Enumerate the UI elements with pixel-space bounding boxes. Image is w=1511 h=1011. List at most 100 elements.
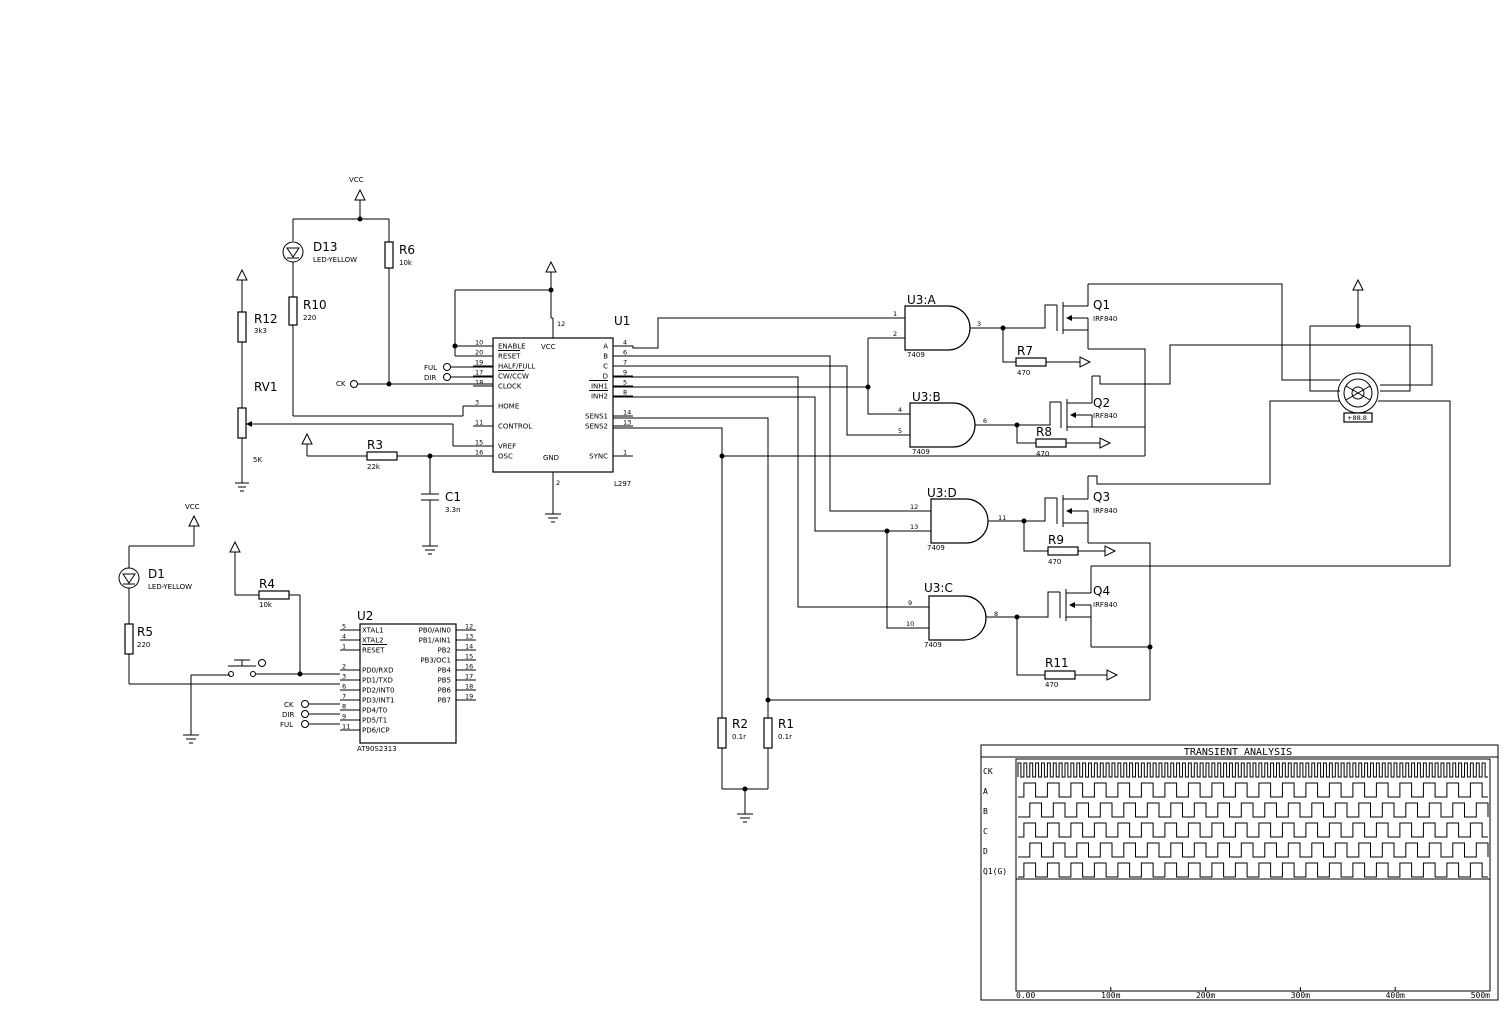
led-d13[interactable]: D13 LED-YELLOW — [282, 219, 357, 297]
mosfet-q4[interactable]: Q4 IRF840 — [1059, 566, 1117, 647]
ground-u2 — [183, 674, 230, 744]
resistor-r5[interactable]: R5 220 — [124, 623, 153, 684]
svg-text:300m: 300m — [1291, 991, 1310, 1000]
gate-u3d[interactable]: U3:D 7409 12 13 11 — [910, 486, 1006, 552]
resistor-r1[interactable]: R1 0.1r — [763, 717, 794, 789]
svg-text:INH1: INH1 — [591, 383, 608, 391]
svg-text:17: 17 — [465, 673, 473, 681]
svg-text:6: 6 — [342, 683, 346, 691]
resistor-r9[interactable]: R9 470 — [1047, 533, 1117, 566]
resistor-r6[interactable]: R6 10k — [384, 219, 415, 384]
svg-text:VCC: VCC — [349, 176, 364, 184]
vcc-top: VCC — [349, 176, 366, 219]
trace-a: A — [983, 782, 1488, 798]
resistor-r11[interactable]: R11 470 — [1044, 656, 1119, 689]
resistor-r4[interactable]: R4 10k — [258, 577, 301, 674]
svg-text:FUL: FUL — [424, 364, 437, 372]
resistor-r10[interactable]: R10 220 — [288, 296, 327, 416]
svg-text:R12: R12 — [254, 312, 278, 326]
svg-text:19: 19 — [475, 359, 483, 367]
terminal-ck[interactable]: CK — [336, 380, 493, 388]
svg-text:11: 11 — [998, 514, 1006, 522]
svg-text:5: 5 — [342, 623, 346, 631]
svg-text:R2: R2 — [732, 717, 748, 731]
motor-stepper[interactable]: +88.8 — [1309, 278, 1411, 423]
resistor-r7[interactable]: R7 470 — [1015, 344, 1092, 377]
x-tick: 400m — [1386, 987, 1405, 1000]
svg-text:PD0/RXD: PD0/RXD — [362, 667, 393, 675]
pushbutton-reset[interactable] — [228, 659, 300, 677]
svg-text:470: 470 — [1045, 681, 1058, 689]
terminal-dir2[interactable]: DIR — [282, 710, 340, 720]
svg-text:HOME: HOME — [498, 403, 519, 411]
svg-text:1: 1 — [893, 310, 897, 318]
mosfet-q1[interactable]: Q1 IRF840 — [1056, 284, 1117, 349]
power-r3 — [301, 432, 367, 457]
trace-ck: CK — [983, 762, 1488, 778]
svg-text:10: 10 — [475, 339, 483, 347]
svg-text:10k: 10k — [259, 601, 273, 609]
trace-b: B — [983, 802, 1489, 818]
pot-rv1[interactable]: RV1 5K — [235, 380, 453, 492]
svg-text:8: 8 — [342, 703, 346, 711]
svg-text:L297: L297 — [614, 480, 631, 488]
trace-q1-g-: Q1(G) — [983, 862, 1488, 878]
ground-r1r2 — [737, 789, 753, 823]
gate-u3a[interactable]: U3:A 7409 1 2 3 — [893, 293, 981, 359]
svg-text:IRF840: IRF840 — [1093, 315, 1117, 323]
x-tick: 500m — [1471, 987, 1491, 1000]
svg-text:7409: 7409 — [924, 641, 942, 649]
terminal-ful2[interactable]: FUL — [280, 720, 340, 730]
svg-text:4: 4 — [342, 633, 346, 641]
resistor-r12[interactable]: R12 3k3 — [237, 311, 278, 408]
svg-text:A: A — [603, 343, 608, 351]
led-d1[interactable]: D1 LED-YELLOW — [118, 546, 192, 624]
svg-text:6: 6 — [623, 349, 627, 357]
graph-title: TRANSIENT ANALYSIS — [1184, 747, 1292, 758]
terminal-ful[interactable]: FUL — [424, 363, 493, 373]
svg-text:100m: 100m — [1101, 991, 1120, 1000]
svg-text:B: B — [603, 353, 608, 361]
svg-text:FUL: FUL — [280, 721, 293, 729]
svg-text:220: 220 — [137, 641, 150, 649]
resistor-r8[interactable]: R8 470 — [1035, 425, 1112, 458]
svg-text:8: 8 — [623, 389, 627, 397]
x-tick: 0.00 — [1015, 987, 1035, 1000]
resistor-r2[interactable]: R2 0.1r — [717, 717, 748, 789]
svg-text:PB6: PB6 — [438, 687, 452, 695]
svg-text:19: 19 — [465, 693, 473, 701]
svg-text:PD1/TXD: PD1/TXD — [362, 677, 393, 685]
svg-text:VREF: VREF — [498, 443, 516, 451]
svg-text:XTAL1: XTAL1 — [362, 627, 384, 635]
terminal-dir[interactable]: DIR — [424, 373, 493, 383]
svg-text:20: 20 — [475, 349, 483, 357]
mosfet-q2[interactable]: Q2 IRF840 — [1060, 376, 1145, 431]
resistor-r3[interactable]: R3 22k — [366, 438, 493, 471]
capacitor-c1[interactable]: C1 3.3n — [421, 456, 461, 555]
svg-text:SENS2: SENS2 — [585, 423, 608, 431]
mosfet-q3[interactable]: Q3 IRF840 — [1056, 476, 1117, 543]
terminal-ck2[interactable]: CK — [284, 700, 340, 710]
gate-u3c[interactable]: U3:C 7409 9 10 8 — [906, 581, 998, 649]
svg-text:LED-YELLOW: LED-YELLOW — [313, 256, 357, 264]
svg-text:C1: C1 — [445, 490, 461, 504]
svg-text:470: 470 — [1048, 558, 1061, 566]
svg-text:R7: R7 — [1017, 344, 1033, 358]
gate-u3b[interactable]: U3:B 7409 4 5 6 — [898, 390, 987, 456]
svg-text:RESET: RESET — [362, 647, 385, 655]
svg-text:CK: CK — [284, 701, 294, 709]
svg-text:U3:A: U3:A — [907, 293, 936, 307]
svg-text:R5: R5 — [137, 625, 153, 639]
svg-text:R6: R6 — [399, 243, 415, 257]
